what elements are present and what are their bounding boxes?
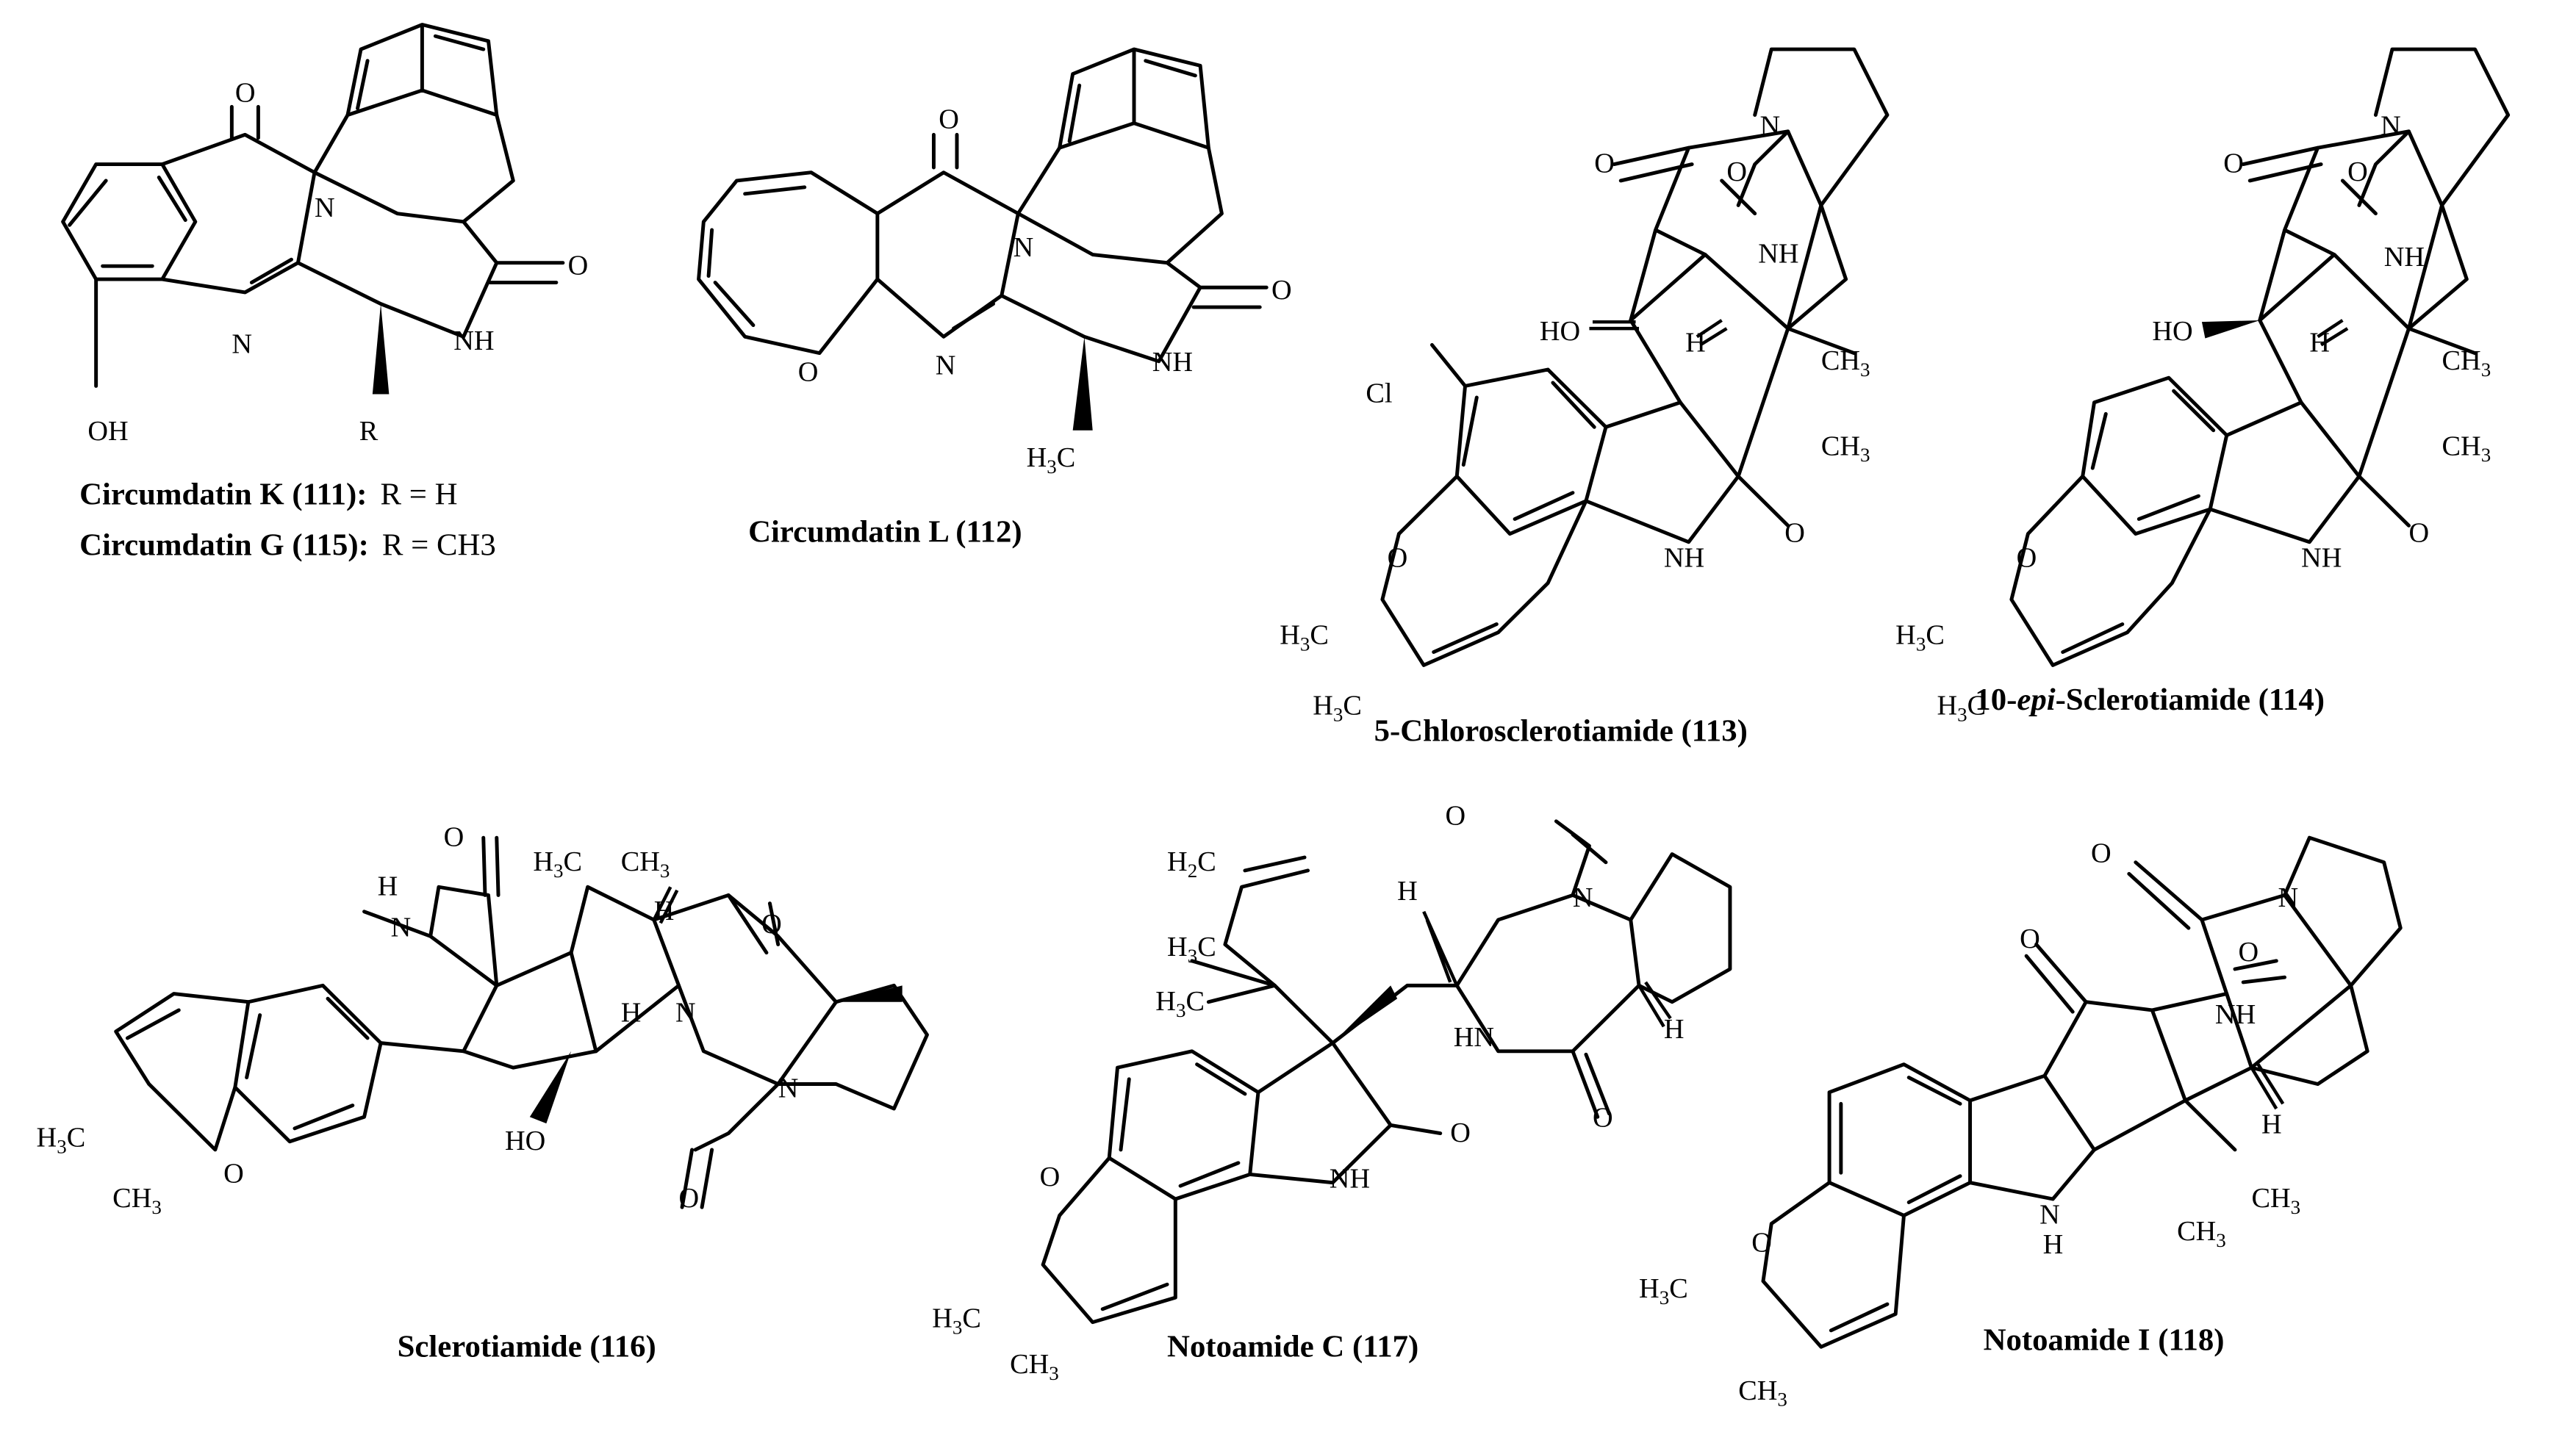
methyl-group: H3C	[1280, 619, 1329, 655]
nitrogen-atom: N	[675, 998, 696, 1029]
nitrogen-atom: N	[2381, 110, 2401, 141]
caption-circumdatin-g: Circumdatin G (115):R = CH3	[79, 528, 496, 563]
oxygen-atom: O	[2347, 156, 2368, 187]
caption-5-chlorosclerotiamide: 5-Chlorosclerotiamide (113)	[1374, 713, 1748, 748]
oxygen-atom: O	[679, 1183, 700, 1214]
structure-notoamide-c: H2C H3C H3C H O N HN H O O NH O H3C CH3	[932, 800, 1732, 1384]
oxygen-atom: O	[2091, 838, 2112, 869]
nh-group: NH	[1758, 239, 1798, 270]
oxygen-atom: O	[1445, 800, 1465, 831]
oxygen-atom: O	[1040, 1162, 1061, 1192]
structure-sclerotiamide: O H N H3C CH3 H O H N N HO O O H3C CH3	[37, 821, 929, 1218]
oxygen-atom: O	[444, 821, 464, 852]
caption-10-epi-sclerotiamide: 10-epi-Sclerotiamide (114)	[1975, 683, 2325, 717]
methyl-group: H3C	[932, 1303, 981, 1339]
caption-circumdatin-k: Circumdatin K (111):R = H	[79, 477, 457, 511]
nh-group: NH	[1152, 347, 1193, 378]
nh-group: NH	[1330, 1163, 1370, 1194]
methyl-group: H3C	[1167, 932, 1216, 967]
methyl-group: H3C	[37, 1123, 86, 1158]
methyl-group: H3C	[533, 846, 582, 882]
oxygen-atom: O	[798, 357, 819, 388]
nitrogen-atom: N	[1759, 110, 1780, 141]
oxygen-atom: O	[761, 909, 782, 940]
oxygen-atom: O	[1726, 156, 1747, 187]
methyl-group: CH3	[621, 846, 670, 882]
hydrogen-atom: H	[1685, 328, 1706, 359]
oxygen-atom: O	[1450, 1117, 1471, 1148]
nh-group: HN	[1454, 1022, 1494, 1053]
oxygen-atom: O	[1751, 1228, 1772, 1259]
oxygen-atom: O	[1388, 542, 1408, 573]
nitrogen-atom: N	[315, 192, 335, 223]
methyl-group: H3C	[1895, 619, 1945, 655]
methyl-group: CH3	[1738, 1375, 1787, 1411]
methyl-group: H3C	[1313, 691, 1362, 726]
hydrogen-atom: H	[2261, 1109, 2282, 1140]
structure-5-chlorosclerotiamide: Cl HO O N O NH H CH3 CH3 O NH O H3C H3C	[1280, 47, 1890, 726]
methyl-group: CH3	[2251, 1183, 2300, 1218]
nitrogen-atom: N	[391, 912, 412, 943]
chlorine-atom: Cl	[1366, 378, 1392, 409]
oxygen-atom: O	[1784, 518, 1805, 549]
oxygen-atom: O	[2408, 518, 2429, 549]
oxygen-atom: O	[2238, 937, 2259, 968]
oxygen-atom: O	[1594, 148, 1615, 179]
structure-circumdatin-k-g: O N N O NH OH R	[61, 23, 589, 447]
hydrogen-atom: H	[2309, 328, 2330, 359]
oxygen-atom: O	[2223, 148, 2244, 179]
methyl-group: CH3	[2442, 431, 2491, 466]
nitrogen-atom: N	[1573, 882, 1593, 913]
methyl-group: H3C	[1155, 986, 1205, 1021]
methyl-group: H3C	[1027, 442, 1076, 478]
caption-sclerotiamide: Sclerotiamide (116)	[398, 1330, 656, 1364]
hydrogen-atom: H	[621, 998, 642, 1029]
nh-group: NH	[453, 325, 494, 356]
hydroxyl-group: HO	[505, 1126, 545, 1156]
nitrogen-atom: N	[1013, 232, 1034, 263]
methylene-group: H2C	[1167, 846, 1216, 882]
oxygen-atom: O	[235, 78, 256, 109]
nitrogen-atom: N	[2278, 882, 2299, 913]
caption-notoamide-i: Notoamide I (118)	[1984, 1323, 2225, 1358]
hydroxyl-group: OH	[87, 416, 128, 447]
hydrogen-atom: H	[654, 896, 675, 926]
hydroxyl-group: HO	[2152, 316, 2192, 347]
methyl-group: CH3	[1821, 345, 1870, 381]
nh-group: NH	[1664, 542, 1704, 573]
methyl-group: CH3	[2442, 345, 2491, 381]
oxygen-atom: O	[2020, 924, 2040, 954]
methyl-group: CH3	[1821, 431, 1870, 466]
nitrogen-atom: N	[778, 1073, 799, 1104]
r-group: R	[359, 416, 378, 447]
caption-notoamide-c: Notoamide C (117)	[1167, 1330, 1418, 1364]
oxygen-atom: O	[568, 250, 589, 281]
hydroxyl-group: HO	[1540, 316, 1580, 347]
nh-group: NH	[2301, 542, 2342, 573]
oxygen-atom: O	[1271, 275, 1292, 306]
caption-circumdatin-l: Circumdatin L (112)	[748, 515, 1022, 550]
nh-group: NH	[2215, 999, 2256, 1030]
methyl-group: H3C	[1639, 1273, 1688, 1309]
nitrogen-atom: N	[936, 350, 956, 381]
oxygen-atom: O	[223, 1159, 244, 1189]
nh-group: NH	[2384, 242, 2425, 273]
oxygen-atom: O	[1593, 1103, 1613, 1134]
structure-10-epi-sclerotiamide: HO O N O NH H CH3 CH3 O NH O H3C H3C	[1895, 47, 2511, 725]
methyl-group: CH3	[2177, 1216, 2226, 1251]
oxygen-atom: O	[2017, 542, 2037, 573]
oxygen-atom: O	[939, 104, 959, 135]
hydrogen-atom: H	[1664, 1014, 1685, 1045]
nitrogen-atom: N	[232, 329, 252, 360]
methyl-group: CH3	[112, 1183, 162, 1218]
structure-circumdatin-l: O N N O O NH H3C	[697, 47, 1292, 478]
hydrogen-atom: H	[378, 871, 398, 902]
hydrogen-atom: H	[1397, 876, 1418, 907]
methyl-group: CH3	[1010, 1349, 1059, 1384]
